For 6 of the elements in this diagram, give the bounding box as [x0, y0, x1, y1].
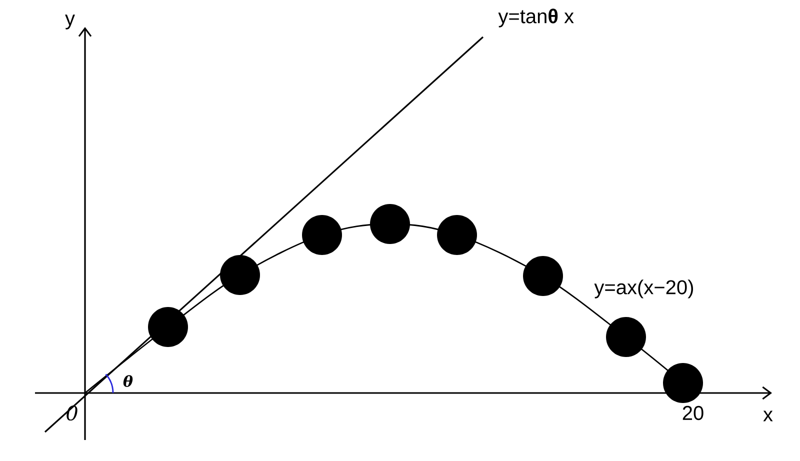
- line-equation: y=tanθ x: [498, 8, 574, 28]
- axis-label: y: [65, 14, 75, 30]
- angle-label: θ: [123, 375, 133, 387]
- axis-label: x: [763, 410, 773, 422]
- curve-equation: y=ax(x−20): [594, 280, 694, 298]
- tick-label: 20: [682, 406, 704, 420]
